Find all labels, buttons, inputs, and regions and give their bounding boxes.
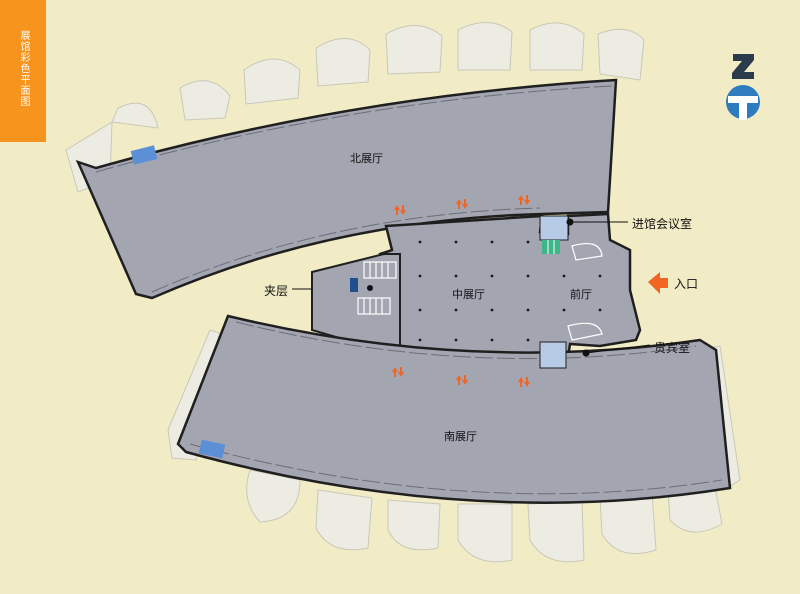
vip-room-label: 贵宾室 bbox=[654, 341, 691, 355]
column-dot bbox=[418, 338, 422, 342]
middle-hall-label: 中展厅 bbox=[452, 288, 485, 301]
south-water-feature bbox=[198, 439, 226, 459]
front-hall-stairs bbox=[567, 243, 603, 341]
north-arrow-icon bbox=[726, 54, 760, 120]
entrance-arrow-icon bbox=[648, 272, 668, 294]
column-dot bbox=[526, 240, 530, 244]
north-hall-label: 北展厅 bbox=[350, 152, 383, 165]
north-hall bbox=[75, 78, 618, 300]
column-dot bbox=[454, 308, 458, 312]
column-dot bbox=[490, 274, 494, 278]
mezzanine-marker bbox=[367, 285, 373, 291]
column-dot bbox=[418, 308, 422, 312]
mezzanine-elevator bbox=[350, 278, 358, 292]
column-dot bbox=[526, 308, 530, 312]
circulation-arrows bbox=[392, 195, 530, 387]
double-arrow-icon bbox=[456, 199, 468, 209]
column-dot bbox=[454, 274, 458, 278]
meeting-room-marker bbox=[566, 218, 574, 226]
column-grid bbox=[418, 240, 602, 342]
column-dot bbox=[598, 308, 602, 312]
green-stair bbox=[542, 240, 560, 254]
column-dot bbox=[490, 308, 494, 312]
double-arrow-icon bbox=[518, 195, 530, 205]
column-dot bbox=[418, 274, 422, 278]
column-dot bbox=[562, 274, 566, 278]
column-dot bbox=[490, 240, 494, 244]
column-dot bbox=[454, 240, 458, 244]
double-arrow-icon bbox=[392, 367, 404, 377]
south-hall bbox=[176, 314, 732, 504]
mezzanine-stairs bbox=[357, 261, 397, 315]
south-hall-label: 南展厅 bbox=[444, 430, 477, 443]
mezzanine-label: 夹层 bbox=[264, 284, 289, 298]
column-dot bbox=[598, 274, 602, 278]
meeting-room-label: 进馆会议室 bbox=[632, 217, 693, 231]
title-text: 展馆彩色平面图 bbox=[18, 30, 29, 107]
title-tab: 展馆彩色平面图 bbox=[0, 0, 46, 142]
entrance-label: 入口 bbox=[674, 277, 699, 291]
vip-room-leader bbox=[585, 344, 651, 354]
north-stair-core bbox=[539, 215, 569, 241]
north-pavilions bbox=[65, 22, 645, 193]
column-dot bbox=[562, 308, 566, 312]
double-arrow-icon bbox=[518, 377, 530, 387]
column-dot bbox=[526, 274, 530, 278]
double-arrow-icon bbox=[394, 205, 406, 215]
column-dot bbox=[490, 338, 494, 342]
column-dot bbox=[418, 240, 422, 244]
vip-room-marker bbox=[582, 349, 590, 357]
column-dot bbox=[526, 338, 530, 342]
south-stair-core bbox=[539, 341, 567, 369]
front-hall-label: 前厅 bbox=[570, 288, 592, 301]
column-dot bbox=[454, 338, 458, 342]
north-water-feature bbox=[130, 145, 158, 165]
double-arrow-icon bbox=[456, 375, 468, 385]
